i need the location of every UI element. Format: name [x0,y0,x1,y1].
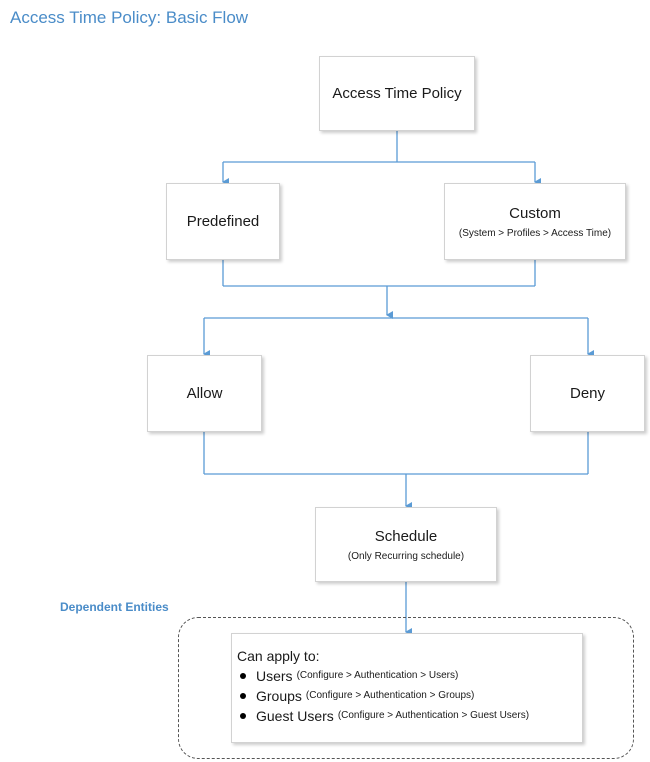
bullet-icon [240,673,246,679]
entity-path: (Configure > Authentication > Users) [296,670,459,681]
custom-label: Custom [509,204,561,222]
predefined-label: Predefined [186,213,260,230]
list-item-users: Users (Configure > Authentication > User… [237,666,582,686]
access-time-policy-label: Access Time Policy [332,85,462,102]
custom-path: (System > Profiles > Access Time) [458,227,612,239]
diagram-title: Access Time Policy: Basic Flow [10,8,249,27]
entity-list: Users (Configure > Authentication > User… [237,666,582,726]
deny-box: Deny [530,355,645,432]
schedule-box: Schedule (Only Recurring schedule) [315,507,497,582]
dependent-entities-group [178,617,634,759]
schedule-note: (Only Recurring schedule) [347,550,465,562]
predefined-box: Predefined [166,183,280,260]
access-time-policy-box: Access Time Policy [319,56,475,131]
bullet-icon [240,693,246,699]
dependent-entities-label: Dependent Entities [60,600,169,614]
entity-name: Guest Users [256,708,334,724]
entity-path: (Configure > Authentication > Guest User… [337,710,530,721]
deny-label: Deny [569,385,606,402]
allow-label: Allow [186,385,223,402]
can-apply-to-box: Can apply to: Users (Configure > Authent… [231,633,583,743]
bullet-icon [240,713,246,719]
allow-box: Allow [147,355,262,432]
entity-name: Groups [256,688,302,704]
schedule-label: Schedule [374,527,438,545]
can-apply-to-heading: Can apply to: [237,648,320,664]
custom-box: Custom (System > Profiles > Access Time) [444,183,626,260]
entity-path: (Configure > Authentication > Groups) [305,690,475,701]
list-item-guest-users: Guest Users (Configure > Authentication … [237,706,582,726]
entity-name: Users [256,668,293,684]
list-item-groups: Groups (Configure > Authentication > Gro… [237,686,582,706]
